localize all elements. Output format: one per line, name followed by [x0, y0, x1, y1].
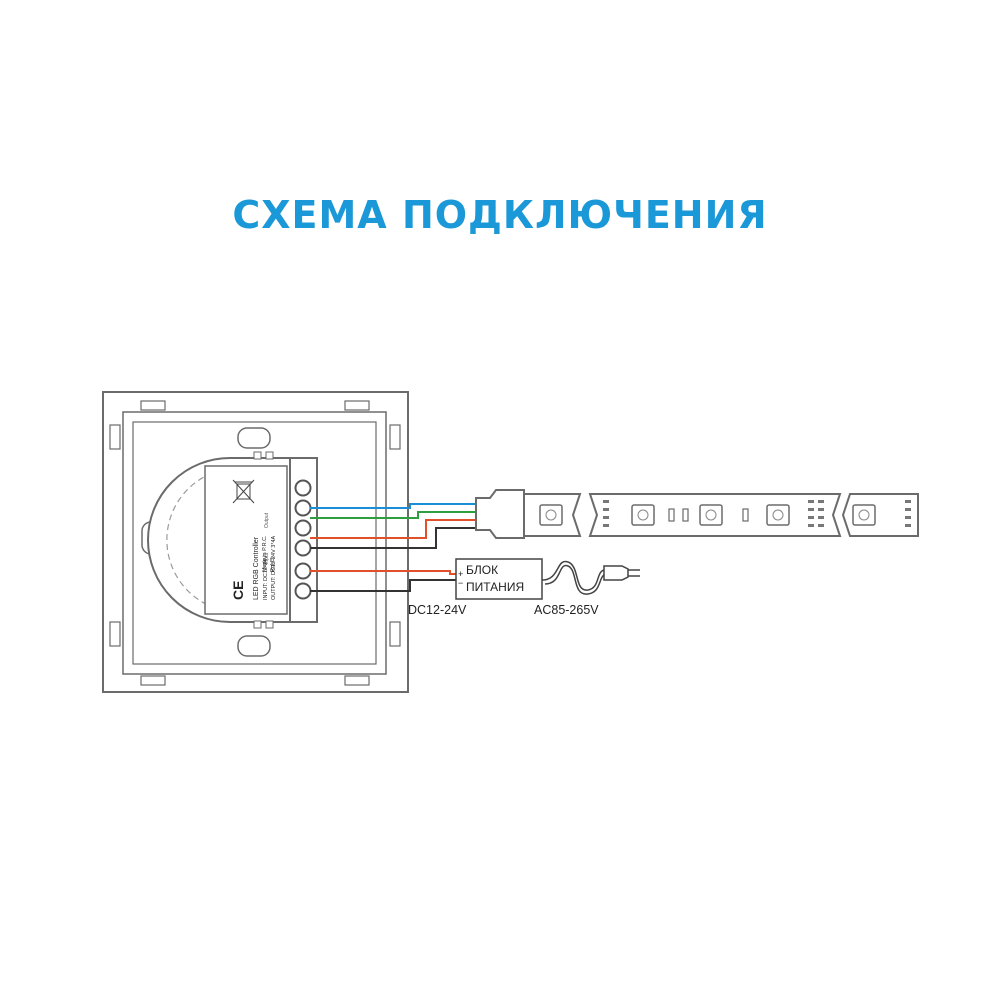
- page-title: СХЕМА ПОДКЛЮЧЕНИЯ: [232, 193, 768, 237]
- controller-output-spec: OUTPUT: DC12-24V 3*4A: [271, 535, 277, 600]
- ce-mark: CE: [230, 581, 246, 600]
- wire-black-input: [310, 579, 462, 592]
- terminal-2: [294, 499, 312, 517]
- led-strip: [523, 493, 919, 537]
- controller-name: LED RGB Controller: [253, 536, 260, 600]
- dc-voltage-label: DC12-24V: [408, 603, 467, 617]
- led-chips: [539, 504, 876, 526]
- terminal-4: [294, 539, 312, 557]
- wire-red-output: [310, 519, 477, 539]
- controller-module: LED RGB Controller INPUT: DC12-24V OUTPU…: [147, 451, 318, 629]
- resistors: [668, 508, 749, 522]
- controller-rohs: RoHS: [270, 557, 276, 572]
- terminal-6: [294, 582, 312, 600]
- power-supply: БЛОК ПИТАНИЯ + − DC12-24V AC85-265V: [408, 558, 599, 617]
- terminal-label-input: Input: [264, 552, 270, 564]
- wire-black-output: [310, 527, 477, 549]
- power-supply-line2: ПИТАНИЯ: [466, 580, 524, 594]
- power-supply-line1: БЛОК: [466, 563, 498, 577]
- svg-text:+: +: [458, 569, 463, 579]
- terminal-1: [294, 479, 312, 497]
- svg-text:−: −: [458, 578, 463, 588]
- terminal-block: [294, 479, 312, 600]
- terminal-3: [294, 519, 312, 537]
- controller-input-spec: INPUT: DC12-24V: [263, 555, 269, 600]
- controller-made-in: Made in P.R.C.: [262, 535, 268, 572]
- wire-blue: [310, 503, 477, 509]
- terminal-label-output: Output: [264, 512, 270, 528]
- wire-green: [310, 511, 477, 519]
- strip-pads: [603, 500, 911, 527]
- ac-plug: [541, 560, 640, 595]
- strip-connector: [475, 489, 525, 539]
- terminal-5: [294, 562, 312, 580]
- weee-bin-icon: [232, 479, 255, 504]
- ac-voltage-label: AC85-265V: [534, 603, 599, 617]
